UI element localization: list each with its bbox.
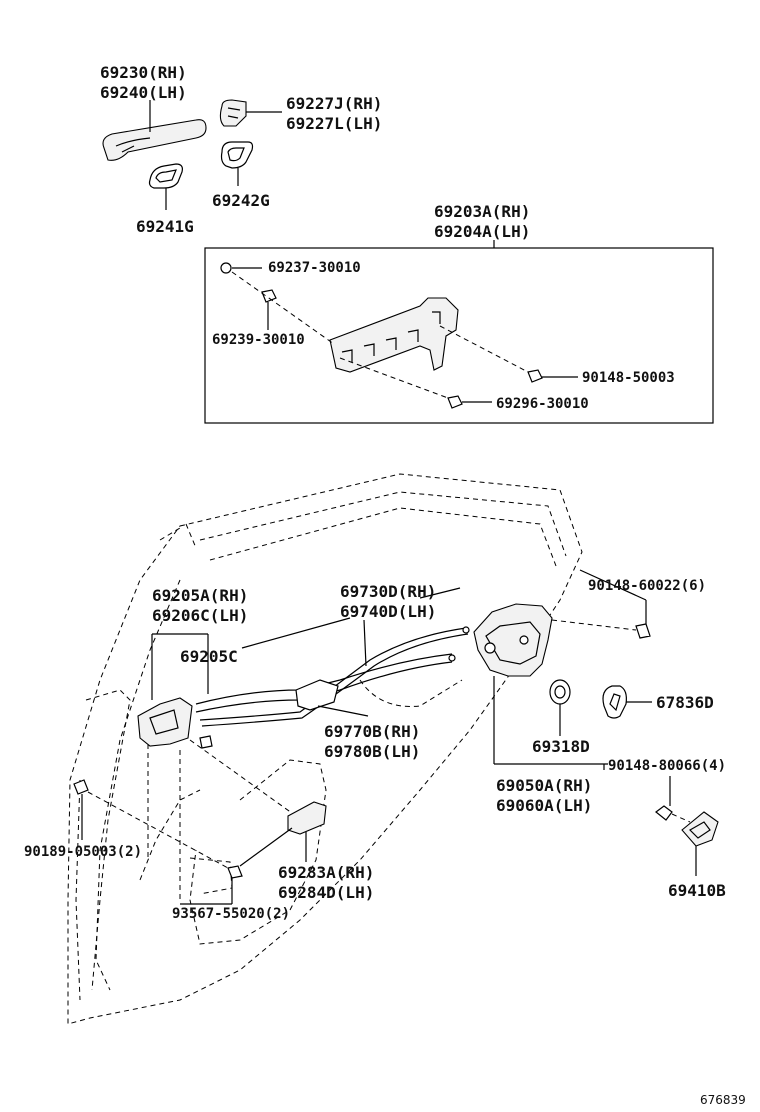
label-69242G: 69242G [212,191,270,210]
knob-69205C-part[interactable] [199,735,213,749]
label-69240: 69240(LH) [100,83,187,102]
label-67836D: 67836D [656,693,714,712]
label-69050A: 69050A(RH) [496,776,592,795]
grommet-67836D-part[interactable] [602,685,627,719]
striker-group: 90148-80066(4) 69410B [608,758,726,900]
label-69227J: 69227J(RH) [286,94,382,113]
frame-69203A-part[interactable] [329,297,459,373]
label-69205C: 69205C [180,647,238,666]
label-93567: 93567-55020(2) [172,906,290,922]
label-69204A: 69204A(LH) [434,222,530,241]
door-outline [67,473,583,1025]
label-69203A: 69203A(RH) [434,202,530,221]
label-90148-60022: 90148-60022(6) [588,578,706,594]
handle-cover-part[interactable] [219,99,247,127]
pad-69241G-part[interactable] [148,163,183,189]
label-69410B: 69410B [668,881,726,900]
clip-69237-part[interactable] [220,262,232,274]
screw-90148-60022-part[interactable] [635,623,651,639]
label-69237: 69237-30010 [268,260,361,276]
inside-handle-part[interactable] [137,697,193,747]
label-90189: 90189-05003(2) [24,844,142,860]
label-69060A: 69060A(LH) [496,796,592,815]
label-69318D: 69318D [532,737,590,756]
outside-handle-part[interactable] [102,119,207,161]
label-69241G: 69241G [136,217,194,236]
outside-handle-group: 69230(RH) 69240(LH) 69227J(RH) 69227L(LH… [100,63,382,236]
label-69740D: 69740D(LH) [340,602,436,621]
lock-assembly-group: 69730D(RH) 69740D(LH) 90148-60022(6) 693… [324,569,714,815]
bolt-93567-part[interactable] [227,865,243,879]
label-69770B: 69770B(RH) [324,722,420,741]
pad-69242G-part[interactable] [220,141,254,169]
label-90148-80066: 90148-80066(4) [608,758,726,774]
screw-90148-50003-part[interactable] [527,369,543,383]
cable-69730D-part[interactable] [199,627,467,721]
label-69227L: 69227L(LH) [286,114,382,133]
label-90148-50003: 90148-50003 [582,370,675,386]
inside-handle-group: 69205A(RH) 69206C(LH) 69205C [137,586,470,749]
label-69205A: 69205A(RH) [152,586,248,605]
screw-90148-80066-part[interactable] [655,805,673,821]
label-69730D: 69730D(RH) [340,582,436,601]
label-69206C: 69206C(LH) [152,606,248,625]
label-69296: 69296-30010 [496,396,589,412]
diagram-id: 676839 [700,1093,746,1107]
bushing-69239-part[interactable] [261,289,277,303]
screw-69296-part[interactable] [447,395,463,409]
pad-69318D-part[interactable] [549,679,571,705]
subassembly-frame-box [204,247,714,424]
lower-fasteners-group: 90189-05003(2) 93567-55020(2) 69283A(RH)… [24,739,374,922]
label-69283A: 69283A(RH) [278,863,374,882]
label-69239: 69239-30010 [212,332,305,348]
clip-90189-part[interactable] [73,779,89,795]
label-69284D: 69284D(LH) [278,883,374,902]
frame-subassembly-group: 69203A(RH) 69204A(LH) 69237-30010 69239-… [204,202,714,424]
cover-69283A-part[interactable] [287,801,327,835]
label-69780B: 69780B(LH) [324,742,420,761]
striker-69410B-part[interactable] [681,811,719,847]
label-69230: 69230(RH) [100,63,187,82]
door-lock-69050A-part[interactable] [473,603,553,677]
